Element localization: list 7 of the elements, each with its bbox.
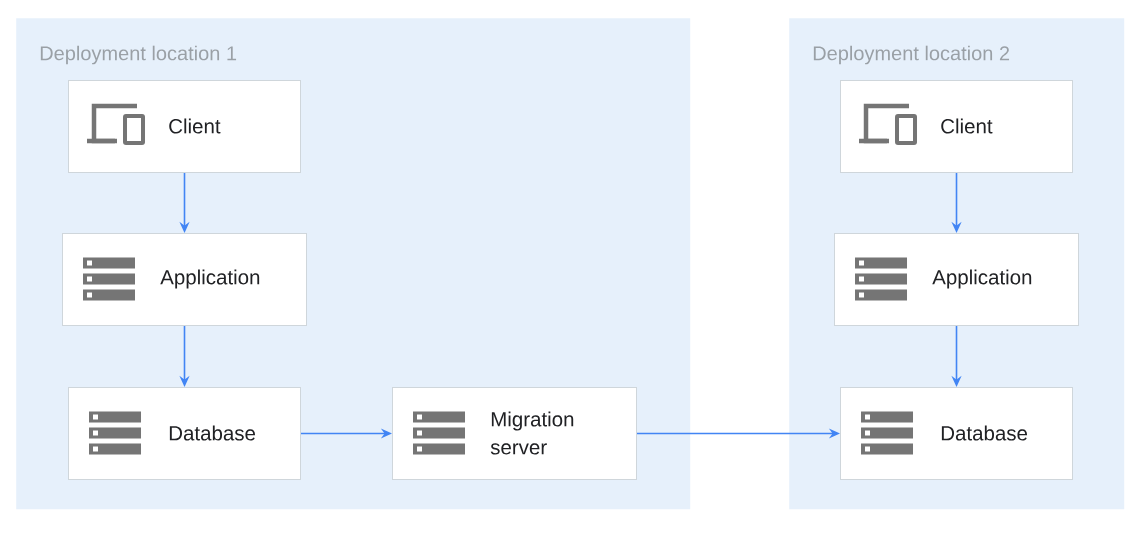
process-box: Application bbox=[62, 233, 307, 326]
process-box: Database bbox=[840, 387, 1073, 480]
process-box: Client bbox=[840, 80, 1073, 173]
process-box: Client bbox=[68, 80, 301, 173]
process-box: Migration server bbox=[392, 387, 637, 480]
process-box: Database bbox=[68, 387, 301, 480]
process-box: Application bbox=[834, 233, 1079, 326]
